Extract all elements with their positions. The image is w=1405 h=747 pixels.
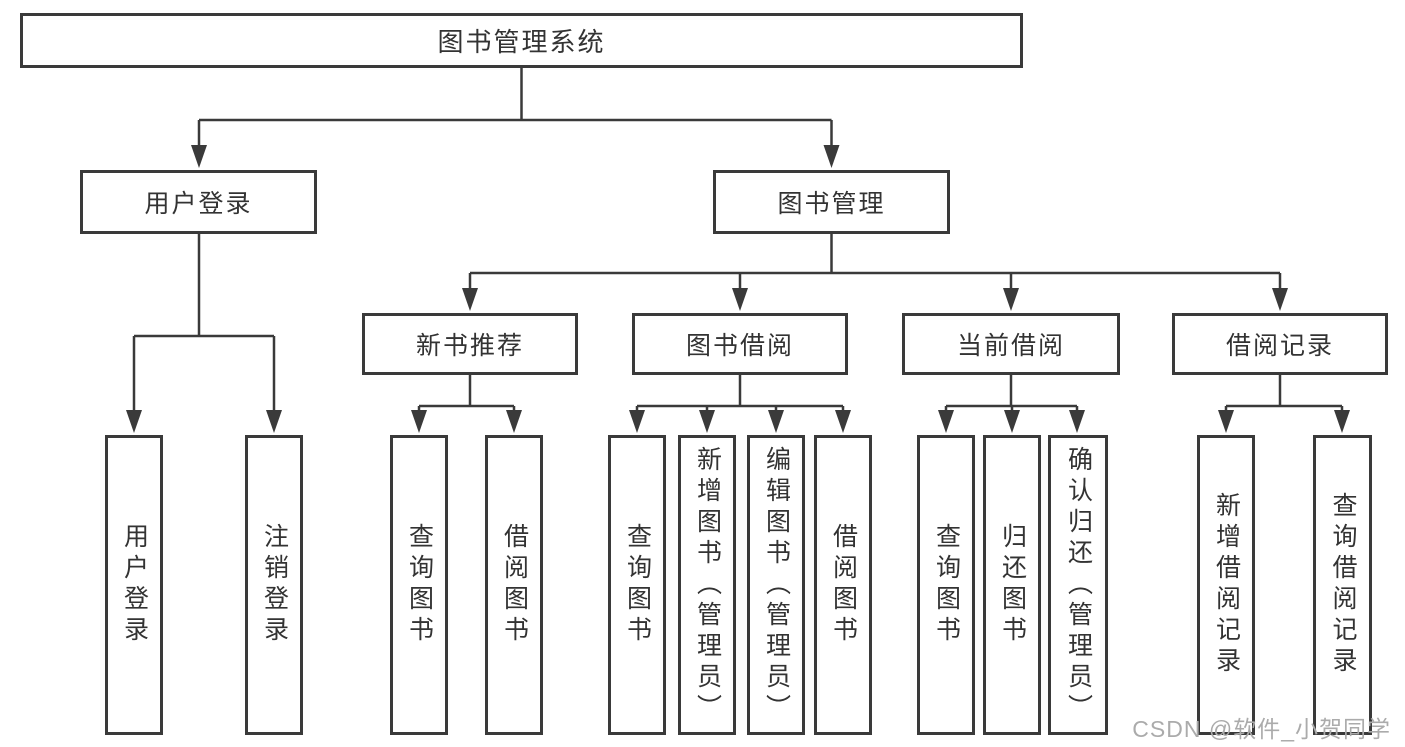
leaf-label: 编辑图书（管理员） [762,445,791,725]
leaf-label: 查询图书 [623,523,652,647]
leaf-label: 查询借阅记录 [1329,492,1357,678]
leaf-logout-login: 注销登录 [245,435,303,735]
leaf-label: 新增借阅记录 [1212,492,1241,678]
leaf-borrow-edit-book-admin: 编辑图书（管理员） [747,435,805,735]
node-label: 图书管理系统 [437,27,606,57]
node-library-management-system: 图书管理系统 [20,13,1023,68]
leaf-label: 借阅图书 [500,523,529,647]
leaf-label: 归还图书 [998,523,1027,647]
leaf-records-query-record: 查询借阅记录 [1313,435,1372,735]
leaf-borrow-add-book-admin: 新增图书（管理员） [678,435,736,735]
node-label: 借阅记录 [1225,332,1334,360]
node-book-management: 图书管理 [713,170,950,234]
node-borrow-records: 借阅记录 [1172,313,1388,375]
leaf-recommend-borrow-book: 借阅图书 [485,435,543,735]
node-label: 用户登录 [144,190,253,218]
leaf-records-add-record: 新增借阅记录 [1197,435,1255,735]
node-current-borrow: 当前借阅 [902,313,1120,375]
leaf-label: 用户登录 [120,523,149,647]
watermark-text: CSDN @软件_小贺同学 [1132,716,1391,742]
leaf-current-query-book: 查询图书 [917,435,975,735]
leaf-borrow-borrow-book: 借阅图书 [814,435,872,735]
node-label: 当前借阅 [956,332,1065,360]
leaf-label: 确认归还（管理员） [1064,445,1093,725]
leaf-borrow-query-book: 查询图书 [608,435,666,735]
leaf-label: 查询图书 [932,523,961,647]
node-label: 新书推荐 [415,332,524,360]
leaf-user-login: 用户登录 [105,435,163,735]
node-user-login: 用户登录 [80,170,317,234]
connector-arrowheads [126,145,1350,433]
leaf-label: 新增图书（管理员） [693,445,722,725]
connector-strokes [132,68,1344,413]
leaf-current-confirm-return-admin: 确认归还（管理员） [1048,435,1108,735]
node-label: 图书借阅 [685,332,794,360]
node-book-borrow: 图书借阅 [632,313,848,375]
leaf-label: 借阅图书 [829,523,858,647]
node-label: 图书管理 [777,190,886,218]
leaf-recommend-query-book: 查询图书 [390,435,448,735]
leaf-label: 注销登录 [260,523,289,647]
node-new-book-recommend: 新书推荐 [362,313,578,375]
leaf-label: 查询图书 [405,523,434,647]
leaf-current-return-book: 归还图书 [983,435,1041,735]
